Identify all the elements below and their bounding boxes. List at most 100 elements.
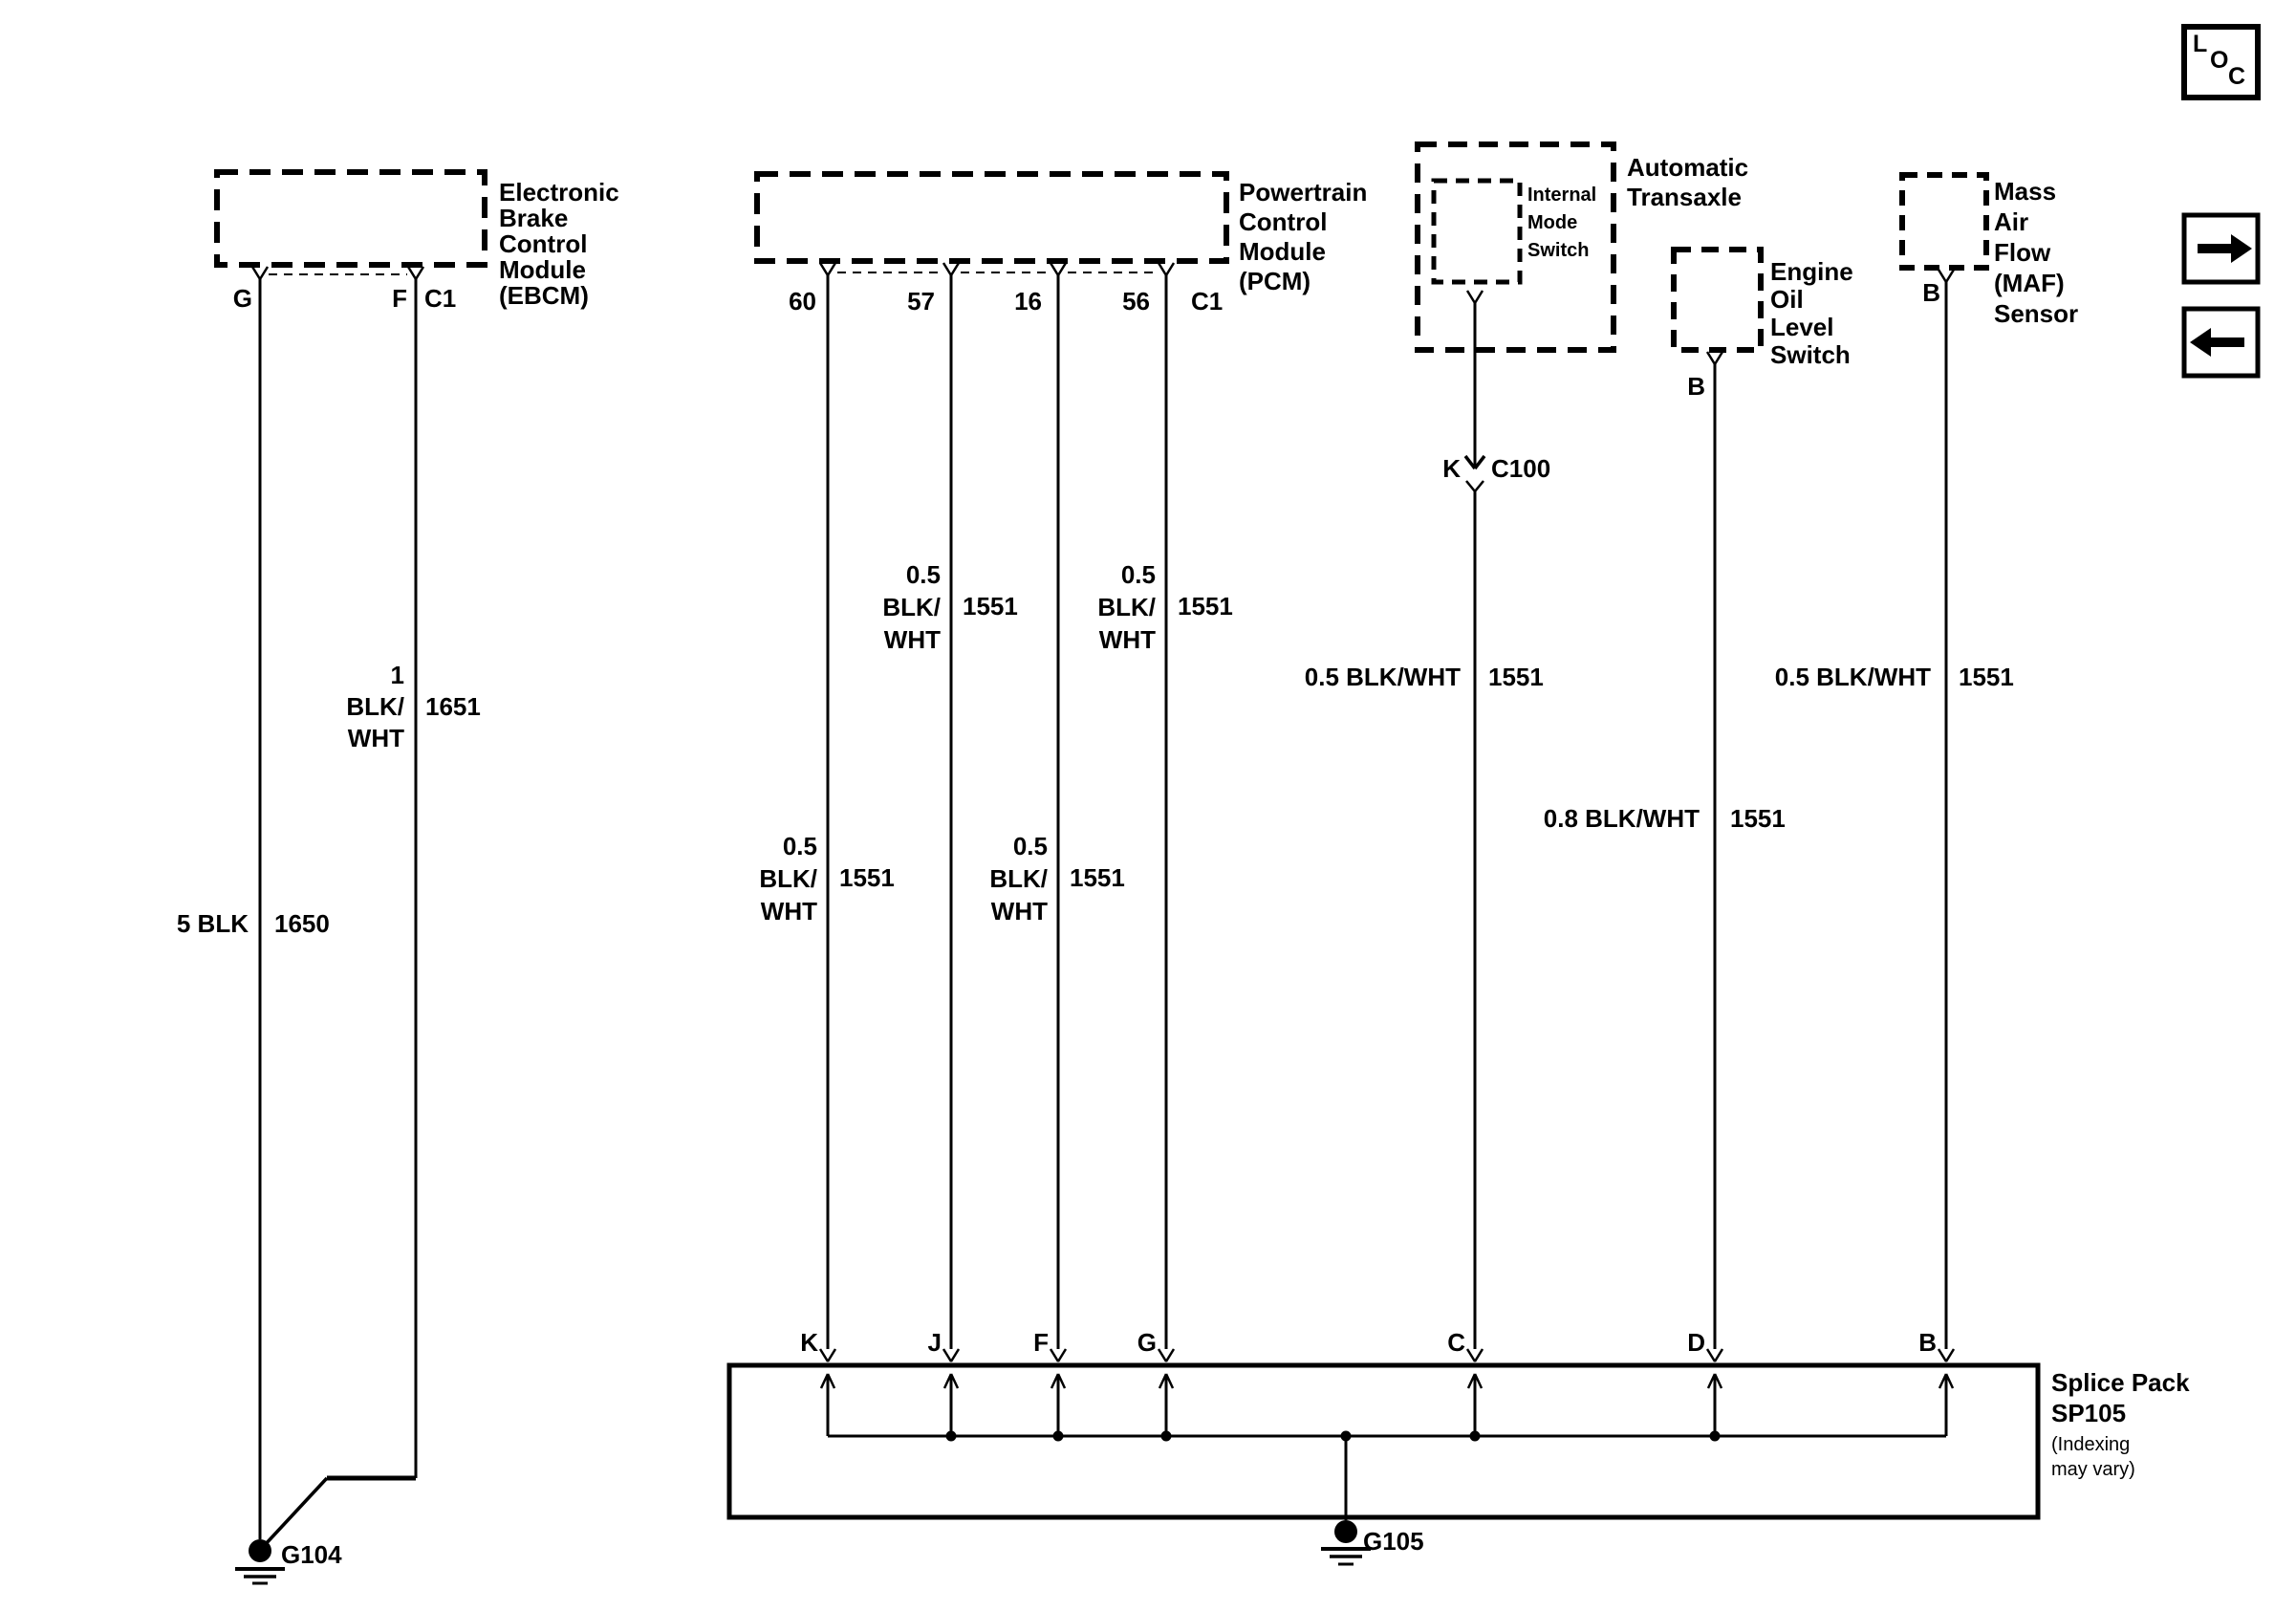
ims-pin-symbol	[1465, 290, 1484, 304]
splice-pin-g-label: G	[1137, 1328, 1157, 1357]
oil-level-switch-name: Engine Oil Level Switch	[1770, 258, 1853, 369]
maf-sensor-box	[1899, 172, 1989, 283]
wire-circuit-pcm-56: 1551	[1178, 592, 1233, 620]
pcm-connector-label: C1	[1191, 287, 1224, 316]
splice-pack-note-line: may vary)	[2051, 1459, 2135, 1480]
nav-back-button[interactable]	[2181, 306, 2261, 379]
pcm-pin-56-label: 56	[1122, 287, 1150, 316]
transaxle-name: Automatic Transaxle	[1627, 153, 1748, 212]
splice-pin-d-label: D	[1687, 1328, 1705, 1357]
splice-entry-symbols	[818, 1348, 1956, 1362]
ebcm-name-line: Brake	[499, 204, 569, 232]
ebcm-name-line: Module	[499, 255, 586, 284]
splice-pack-note-line: (Indexing	[2051, 1434, 2131, 1455]
wire-size-maf: 0.5 BLK/WHT	[1774, 663, 1931, 691]
ground-g105-label: G105	[1363, 1527, 1424, 1556]
wire-circuit-pcm-57: 1551	[963, 592, 1018, 620]
wire-circuit-pcm-16: 1551	[1070, 863, 1125, 892]
maf-sensor-name: Mass Air Flow (MAF) Sensor	[1994, 176, 2078, 329]
pcm-name-line: Powertrain	[1239, 178, 1368, 207]
wire-size-pcm-57: 0.5 BLK/ WHT	[845, 558, 941, 656]
wire-size-oil-level: 0.8 BLK/WHT	[1543, 804, 1700, 833]
splice-pin-j-label: J	[927, 1328, 942, 1357]
splice-pin-k-label: K	[800, 1328, 818, 1357]
wire-size-line: BLK/	[759, 864, 817, 893]
wire-size-line: 0.5	[782, 832, 817, 860]
wire-size-line: 1	[390, 661, 404, 689]
nav-forward-button[interactable]	[2181, 212, 2261, 285]
ebcm-pin-g-label: G	[232, 284, 252, 313]
splice-pack-name: Splice Pack	[2051, 1368, 2190, 1397]
maf-name-line: Flow	[1994, 238, 2051, 267]
wire-size-line: BLK/	[346, 692, 404, 721]
internal-mode-switch-box	[1431, 178, 1523, 285]
wire-size-line: 0.5	[905, 560, 941, 589]
pcm-pin-60-label: 60	[789, 287, 816, 316]
pcm-pin-57-symbol	[942, 262, 961, 276]
maf-name-line: Sensor	[1994, 299, 2079, 328]
wire-circuit-ebcm-g: 1650	[274, 909, 330, 938]
oil-name-line: Level	[1770, 313, 1834, 341]
maf-name-line: (MAF)	[1994, 269, 2065, 297]
oil-name-line: Engine	[1770, 257, 1853, 286]
splice-pin-c-label: C	[1447, 1328, 1465, 1357]
c100-connector-symbol	[1463, 454, 1486, 492]
splice-pack-id: SP105	[2051, 1399, 2127, 1427]
oil-level-switch-box	[1671, 247, 1764, 365]
wire-size-line: BLK/	[1097, 593, 1156, 621]
splice-pack-box	[726, 1348, 2041, 1520]
loc-letter-c: C	[2228, 63, 2246, 90]
ebcm-connector-label: C1	[424, 284, 457, 313]
wire-size-line: WHT	[760, 897, 817, 925]
wire-size-line: 0.5	[1012, 832, 1048, 860]
oil-name-line: Switch	[1770, 340, 1851, 369]
wire-size-line: WHT	[347, 724, 404, 752]
pcm-pin-56-symbol	[1157, 262, 1176, 276]
ground-g105-symbol	[1321, 1520, 1371, 1566]
ground-g104-symbol	[235, 1539, 285, 1585]
wire-circuit-ebcm-f: 1651	[425, 692, 481, 721]
splice-junction-dots	[945, 1430, 1721, 1442]
internal-mode-switch-name: Internal Mode Switch	[1527, 182, 1596, 265]
ims-name-line: Internal	[1527, 185, 1597, 206]
ims-name-line: Mode	[1527, 212, 1578, 233]
ebcm-pin-f-symbol	[406, 266, 425, 280]
maf-name-line: Air	[1994, 207, 2029, 236]
wires	[258, 275, 1948, 1548]
wire-size-transaxle: 0.5 BLK/WHT	[1304, 663, 1461, 691]
wire-ebcm-f-diagonal	[262, 1476, 329, 1548]
ebcm-pin-g-symbol	[250, 266, 270, 280]
oil-pin-b-label: B	[1687, 372, 1705, 401]
wire-size-line: WHT	[990, 897, 1048, 925]
splice-bus-risers	[826, 1374, 1948, 1436]
wire-size-line: 0.5	[1120, 560, 1156, 589]
right-arrow-icon	[2198, 234, 2252, 263]
wire-circuit-pcm-60: 1551	[839, 863, 895, 892]
loc-letter-o: O	[2210, 47, 2229, 74]
ebcm-name: Electronic Brake Control Module (EBCM)	[499, 180, 619, 309]
ground-g104-label: G104	[281, 1540, 342, 1569]
loc-letter-l: L	[2193, 31, 2208, 57]
wire-circuit-transaxle: 1551	[1488, 663, 1544, 691]
transaxle-name-line: Transaxle	[1627, 183, 1742, 211]
wire-size-ebcm-f: 1 BLK/ WHT	[309, 660, 404, 754]
splice-arrowheads	[819, 1373, 1955, 1389]
splice-pin-b-label: B	[1918, 1328, 1937, 1357]
wire-size-ebcm-g: 5 BLK	[176, 909, 249, 938]
loc-box[interactable]	[2181, 24, 2261, 100]
transaxle-name-line: Automatic	[1627, 153, 1749, 182]
wire-size-line: WHT	[1098, 625, 1156, 654]
maf-pin-b-label: B	[1922, 278, 1940, 307]
ebcm-name-line: (EBCM)	[499, 281, 589, 310]
oil-pin-b-symbol	[1705, 351, 1724, 365]
ebcm-pin-f-label: F	[392, 284, 407, 313]
pcm-pin-16-label: 16	[1014, 287, 1042, 316]
pcm-pin-16-symbol	[1049, 262, 1068, 276]
pcm-name-line: Control	[1239, 207, 1328, 236]
pcm-name-line: (PCM)	[1239, 267, 1311, 295]
pcm-pin-60-symbol	[818, 262, 837, 276]
ims-name-line: Switch	[1527, 240, 1590, 261]
wire-size-line: BLK/	[882, 593, 941, 621]
wire-size-line: WHT	[883, 625, 941, 654]
